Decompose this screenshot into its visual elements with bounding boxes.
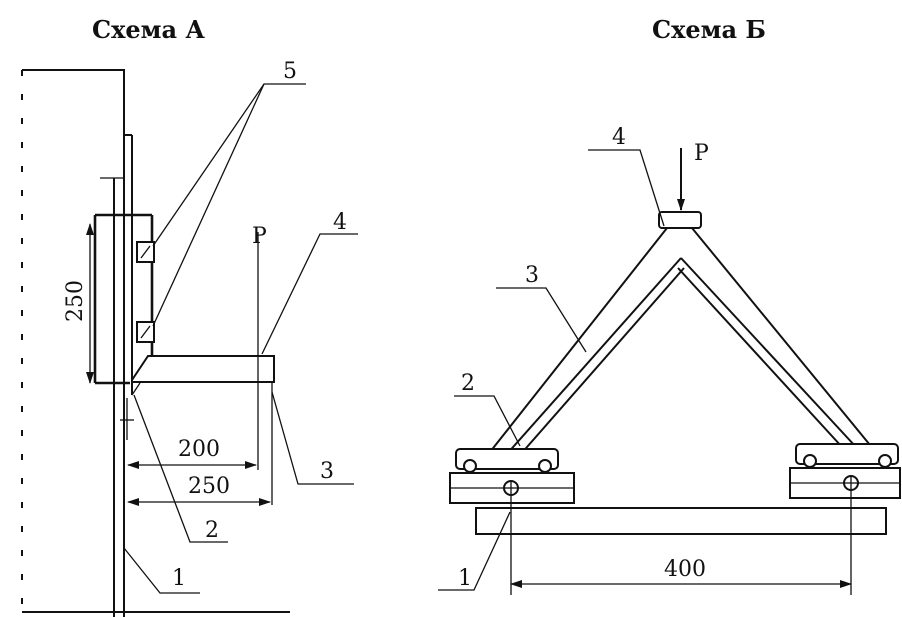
dim-400-text: 400 xyxy=(664,557,706,582)
label-2-b: 2 xyxy=(461,371,475,396)
label-4-a: 4 xyxy=(333,210,347,235)
vertical-column xyxy=(100,134,133,617)
leader-2-b xyxy=(454,395,521,447)
label-3-b: 3 xyxy=(525,263,539,288)
top-frame-line xyxy=(22,69,125,135)
leader-5 xyxy=(152,83,306,247)
dim-250-horizontal-text: 250 xyxy=(188,474,230,499)
horizontal-arm xyxy=(131,355,275,396)
label-1-a: 1 xyxy=(172,566,186,591)
pivot-bolt-a xyxy=(120,398,134,440)
label-2-a: 2 xyxy=(205,518,219,543)
load-pad-b xyxy=(658,211,702,229)
label-p-a: P xyxy=(252,224,267,249)
label-5-a: 5 xyxy=(283,59,297,84)
left-carriage xyxy=(449,448,575,504)
leader-1-b xyxy=(438,511,511,591)
dim-250-vertical-text: 250 xyxy=(63,280,88,322)
scheme-b-title: Схема Б xyxy=(652,15,766,44)
label-1-b: 1 xyxy=(458,566,472,591)
leader-2-a xyxy=(133,394,228,543)
leader-4-b xyxy=(588,149,665,227)
scheme-a-title: Схема А xyxy=(92,15,205,44)
leader-3-a xyxy=(271,391,354,485)
label-4-b: 4 xyxy=(612,125,626,150)
leader-4-a xyxy=(261,233,358,355)
a-frame-arms xyxy=(489,227,871,456)
scheme-a: Схема А xyxy=(21,15,358,617)
label-p-b: P xyxy=(694,141,709,166)
leader-3-b xyxy=(496,287,587,353)
dim-200-text: 200 xyxy=(178,437,220,462)
label-3-a: 3 xyxy=(320,459,334,484)
base-beam xyxy=(475,507,887,535)
leader-1-a xyxy=(123,547,200,594)
scheme-b: Схема Б P xyxy=(438,15,901,595)
right-carriage xyxy=(789,443,901,499)
